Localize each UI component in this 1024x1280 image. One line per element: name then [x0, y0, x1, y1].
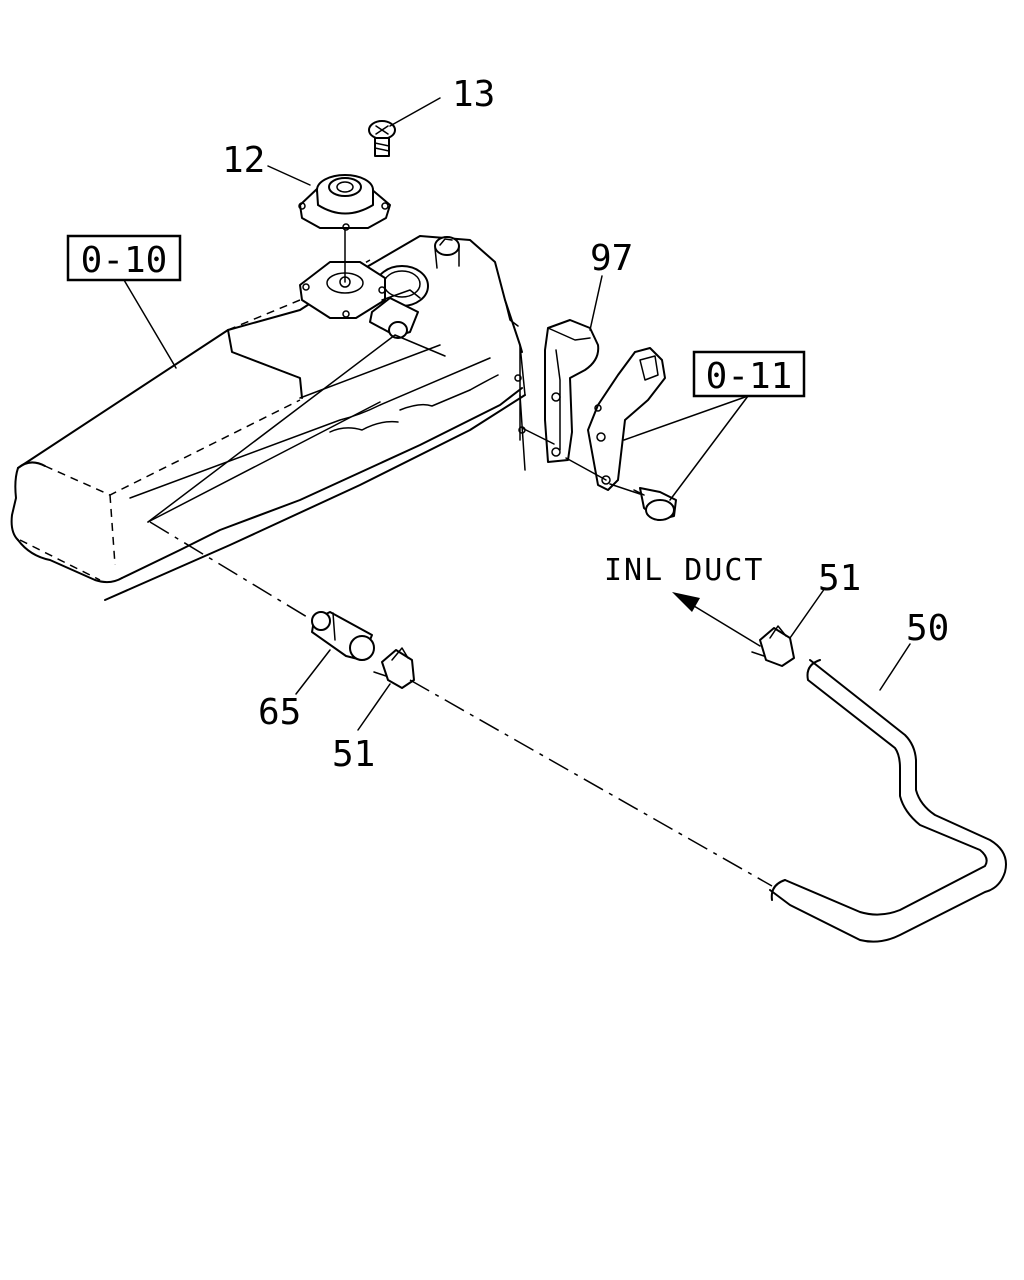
- inlet-duct-label: INL DUCT: [604, 553, 765, 588]
- hose-part-50: [769, 659, 1007, 943]
- callout-51-right: 51: [818, 558, 861, 599]
- ref-box-0-11: 0-11: [692, 350, 806, 398]
- callout-13: 13: [452, 74, 495, 115]
- callout-51-left: 51: [332, 734, 375, 775]
- side-plate: [514, 344, 526, 471]
- head-cover: [10, 235, 526, 601]
- callout-12: 12: [222, 140, 265, 181]
- assembly-lines: [149, 521, 773, 887]
- screw-part-13: [368, 120, 396, 157]
- callout-50: 50: [906, 608, 949, 649]
- callout-97: 97: [590, 238, 633, 279]
- pcv-valve-cap: [298, 174, 391, 283]
- ref-box-0-10: 0-10: [66, 234, 182, 282]
- ref-0-10-label: 0-10: [81, 240, 168, 281]
- inlet-duct-arrow: [672, 592, 761, 647]
- clamp-left-part-51: [373, 647, 415, 689]
- ref-0-11-label: 0-11: [706, 356, 793, 397]
- callout-65: 65: [258, 692, 301, 733]
- clamp-right-part-51: [751, 625, 795, 667]
- bracket-part-97: [544, 319, 600, 463]
- leader-lines: [123, 97, 911, 731]
- bracket-ref-0-11: [521, 347, 677, 521]
- connector-part-65: [311, 611, 375, 661]
